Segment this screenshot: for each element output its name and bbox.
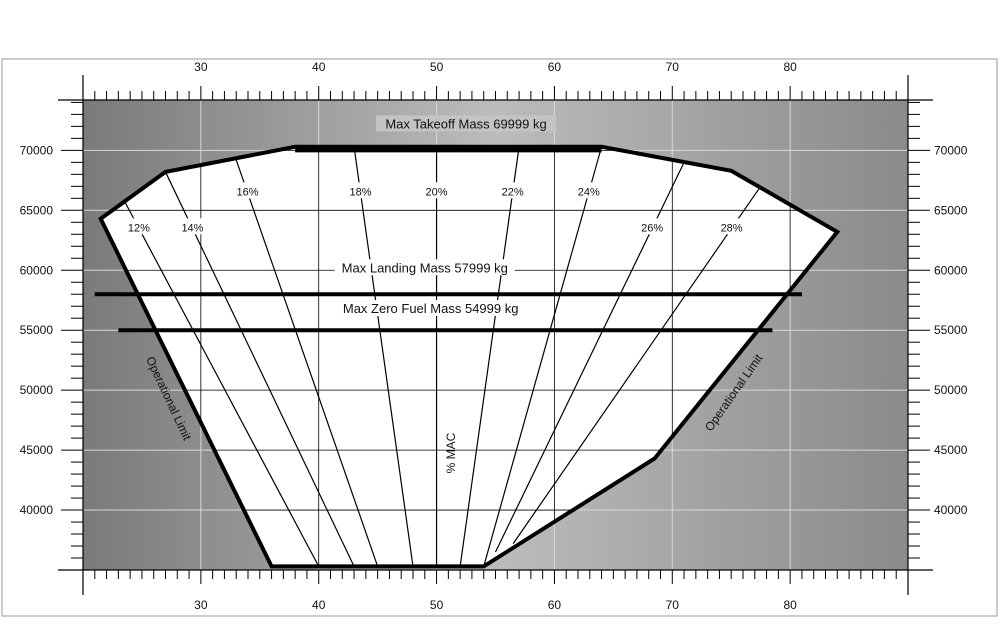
x-tick-label-bottom: 60 [548, 598, 562, 612]
mac-label-bg [637, 218, 668, 235]
mac-line [164, 171, 355, 567]
x-tick-label-top: 30 [194, 60, 208, 74]
mac-lines: 12% 14% 16% 18% 20% 22% 24% 26% 28% [123, 146, 762, 567]
mac-line [483, 146, 603, 567]
mass-limit-lines [94, 148, 802, 333]
axis-ticks [58, 75, 933, 595]
x-tick-label-top: 70 [666, 60, 680, 74]
mass-limit-label: Max Landing Mass 57999 kg [342, 260, 508, 275]
y-tick-label-right: 55000 [934, 323, 968, 337]
y-tick-label-left: 65000 [20, 203, 54, 217]
mac-line [123, 200, 320, 567]
y-tick-label-right: 60000 [934, 263, 968, 277]
x-tick-label-top: 40 [312, 60, 326, 74]
mac-label-bg [177, 218, 208, 235]
mass-limit-label-bg [334, 259, 515, 276]
mac-line [353, 146, 414, 567]
y-tick-label-left: 55000 [20, 323, 54, 337]
y-tick-label-right: 65000 [934, 203, 968, 217]
x-tick-label-bottom: 50 [430, 598, 444, 612]
mac-label: 28% [721, 222, 743, 234]
axis-labels: 30 30 40 40 50 50 60 60 70 70 80 80 70000 70000 65000 6… [20, 60, 968, 612]
mac-label: 24% [578, 186, 600, 198]
envelope-outline [98, 144, 841, 569]
mac-label-bg [716, 218, 747, 235]
mac-line [512, 185, 762, 544]
y-tick-label-left: 40000 [20, 503, 54, 517]
y-tick-label-right: 70000 [934, 143, 968, 157]
x-tick-label-top: 50 [430, 60, 444, 74]
mass-limit-label-bg [333, 300, 528, 317]
x-tick-label-bottom: 80 [783, 598, 797, 612]
y-tick-label-left: 70000 [20, 143, 54, 157]
mac-label: 22% [502, 186, 524, 198]
y-tick-label-left: 45000 [20, 443, 54, 457]
mac-label-bg [345, 182, 376, 199]
mac-line [459, 146, 520, 567]
x-tick-label-top: 60 [548, 60, 562, 74]
y-tick-label-right: 45000 [934, 443, 968, 457]
mass-limit-label-bg [376, 115, 557, 132]
mac-label: 20% [426, 186, 448, 198]
y-tick-label-left: 50000 [20, 383, 54, 397]
envelope-area [100, 146, 838, 567]
mac-line [235, 159, 379, 567]
mac-label-bg [573, 182, 604, 199]
mac-label-bg [232, 182, 263, 199]
mass-limit-label: Max Takeoff Mass 69999 kg [385, 116, 546, 131]
x-tick-label-bottom: 40 [312, 598, 326, 612]
mac-label-bg [421, 182, 452, 199]
mac-label: 18% [349, 186, 371, 198]
x-tick-label-top: 80 [783, 60, 797, 74]
pct-mac-label: % MAC [444, 432, 458, 473]
y-tick-label-right: 40000 [934, 503, 968, 517]
x-tick-label-bottom: 70 [666, 598, 680, 612]
mac-label-bg [497, 182, 528, 199]
x-tick-label-bottom: 30 [194, 598, 208, 612]
mac-label-bg [123, 218, 154, 235]
y-tick-label-left: 60000 [20, 263, 54, 277]
mac-label: 12% [128, 222, 150, 234]
mac-label: 14% [181, 222, 203, 234]
mass-limit-label: Max Zero Fuel Mass 54999 kg [343, 301, 519, 316]
mac-label: 26% [641, 222, 663, 234]
mac-label: 16% [236, 186, 258, 198]
y-tick-label-right: 50000 [934, 383, 968, 397]
